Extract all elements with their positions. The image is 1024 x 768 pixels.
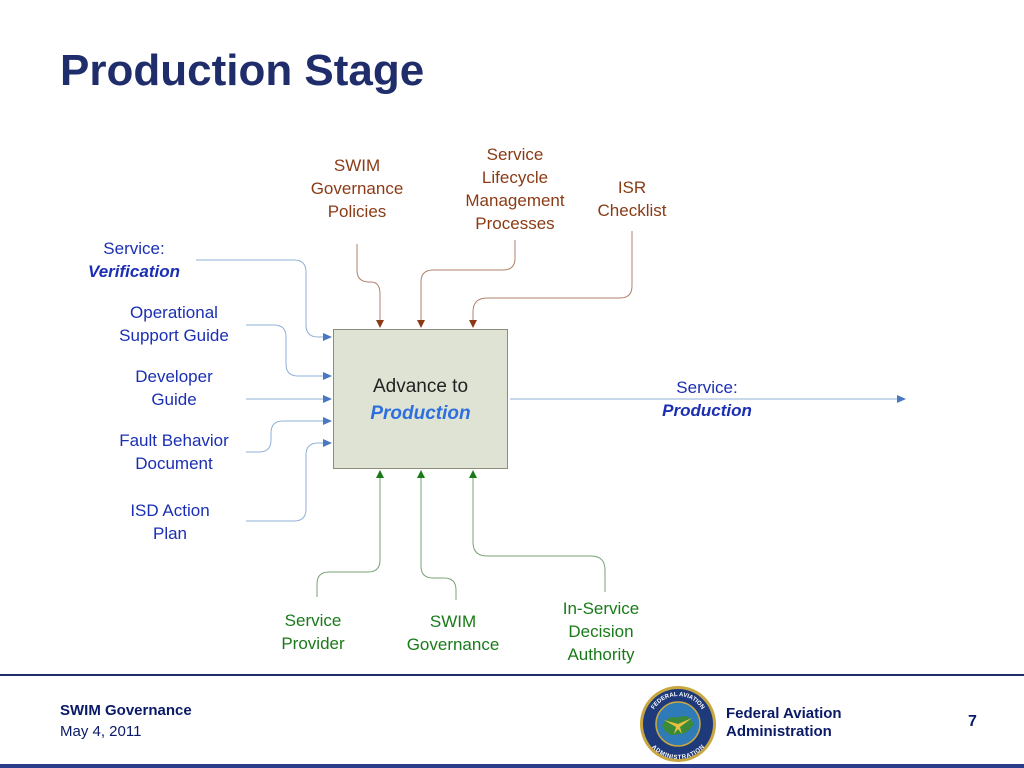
control-service-lifecycle-processes: Service Lifecycle Management Processes xyxy=(465,145,565,233)
control-arrow-isr xyxy=(469,231,633,328)
input-developer-guide: Developer Guide xyxy=(135,367,213,409)
slide-title: Production Stage xyxy=(60,46,425,95)
control-arrow-lifecycle xyxy=(417,240,516,328)
input-isd-action-plan: ISD Action Plan xyxy=(130,501,210,543)
input-arrow-ops-guide xyxy=(246,324,332,380)
footer-date: May 4, 2011 xyxy=(60,723,142,740)
mechanism-arrow-provider xyxy=(316,470,384,597)
input-service-verification: Service: Verification xyxy=(88,239,180,281)
activity-label-line2: Production xyxy=(370,403,471,424)
footer-divider xyxy=(0,674,1024,676)
mechanism-service-provider: Service Provider xyxy=(281,611,345,653)
mechanism-swim-governance: SWIM Governance xyxy=(406,612,500,654)
activity-label-line1: Advance to xyxy=(372,376,469,397)
footer-title: SWIM Governance xyxy=(60,702,192,719)
output-service-production: Service: Production xyxy=(662,378,752,420)
input-fault-behavior-document: Fault Behavior Document xyxy=(119,431,229,473)
control-arrow-swim-policies xyxy=(356,244,384,328)
page-number: 7 xyxy=(968,713,977,730)
control-swim-governance-policies: SWIM Governance Policies xyxy=(310,156,404,221)
mechanism-in-service-decision-authority: In-Service Decision Authority xyxy=(562,599,640,664)
mechanism-arrow-authority xyxy=(469,470,606,592)
input-arrow-verification xyxy=(196,259,332,341)
input-operational-support-guide: Operational Support Guide xyxy=(119,303,229,345)
activity-box: Advance to Production xyxy=(333,329,508,469)
input-arrow-isd xyxy=(246,439,332,522)
input-arrow-fault xyxy=(246,417,332,453)
footer-bottom-bar xyxy=(0,764,1024,768)
control-isr-checklist: ISR Checklist xyxy=(597,178,667,220)
faa-seal-logo: FEDERAL AVIATION ADMINISTRATION xyxy=(640,686,716,762)
faa-name: Federal Aviation Administration xyxy=(726,705,842,740)
mechanism-arrow-governance xyxy=(417,470,457,600)
